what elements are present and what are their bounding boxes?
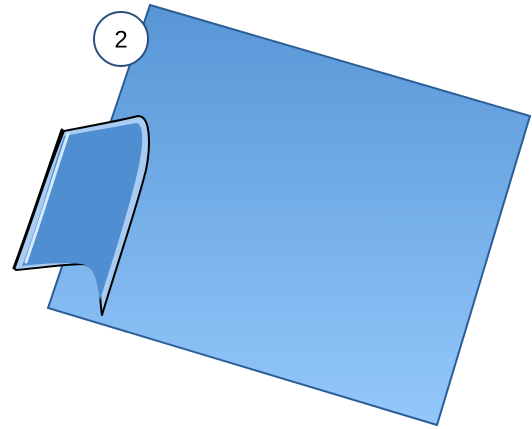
step-badge: 2: [94, 12, 148, 66]
step-number: 2: [114, 27, 127, 54]
